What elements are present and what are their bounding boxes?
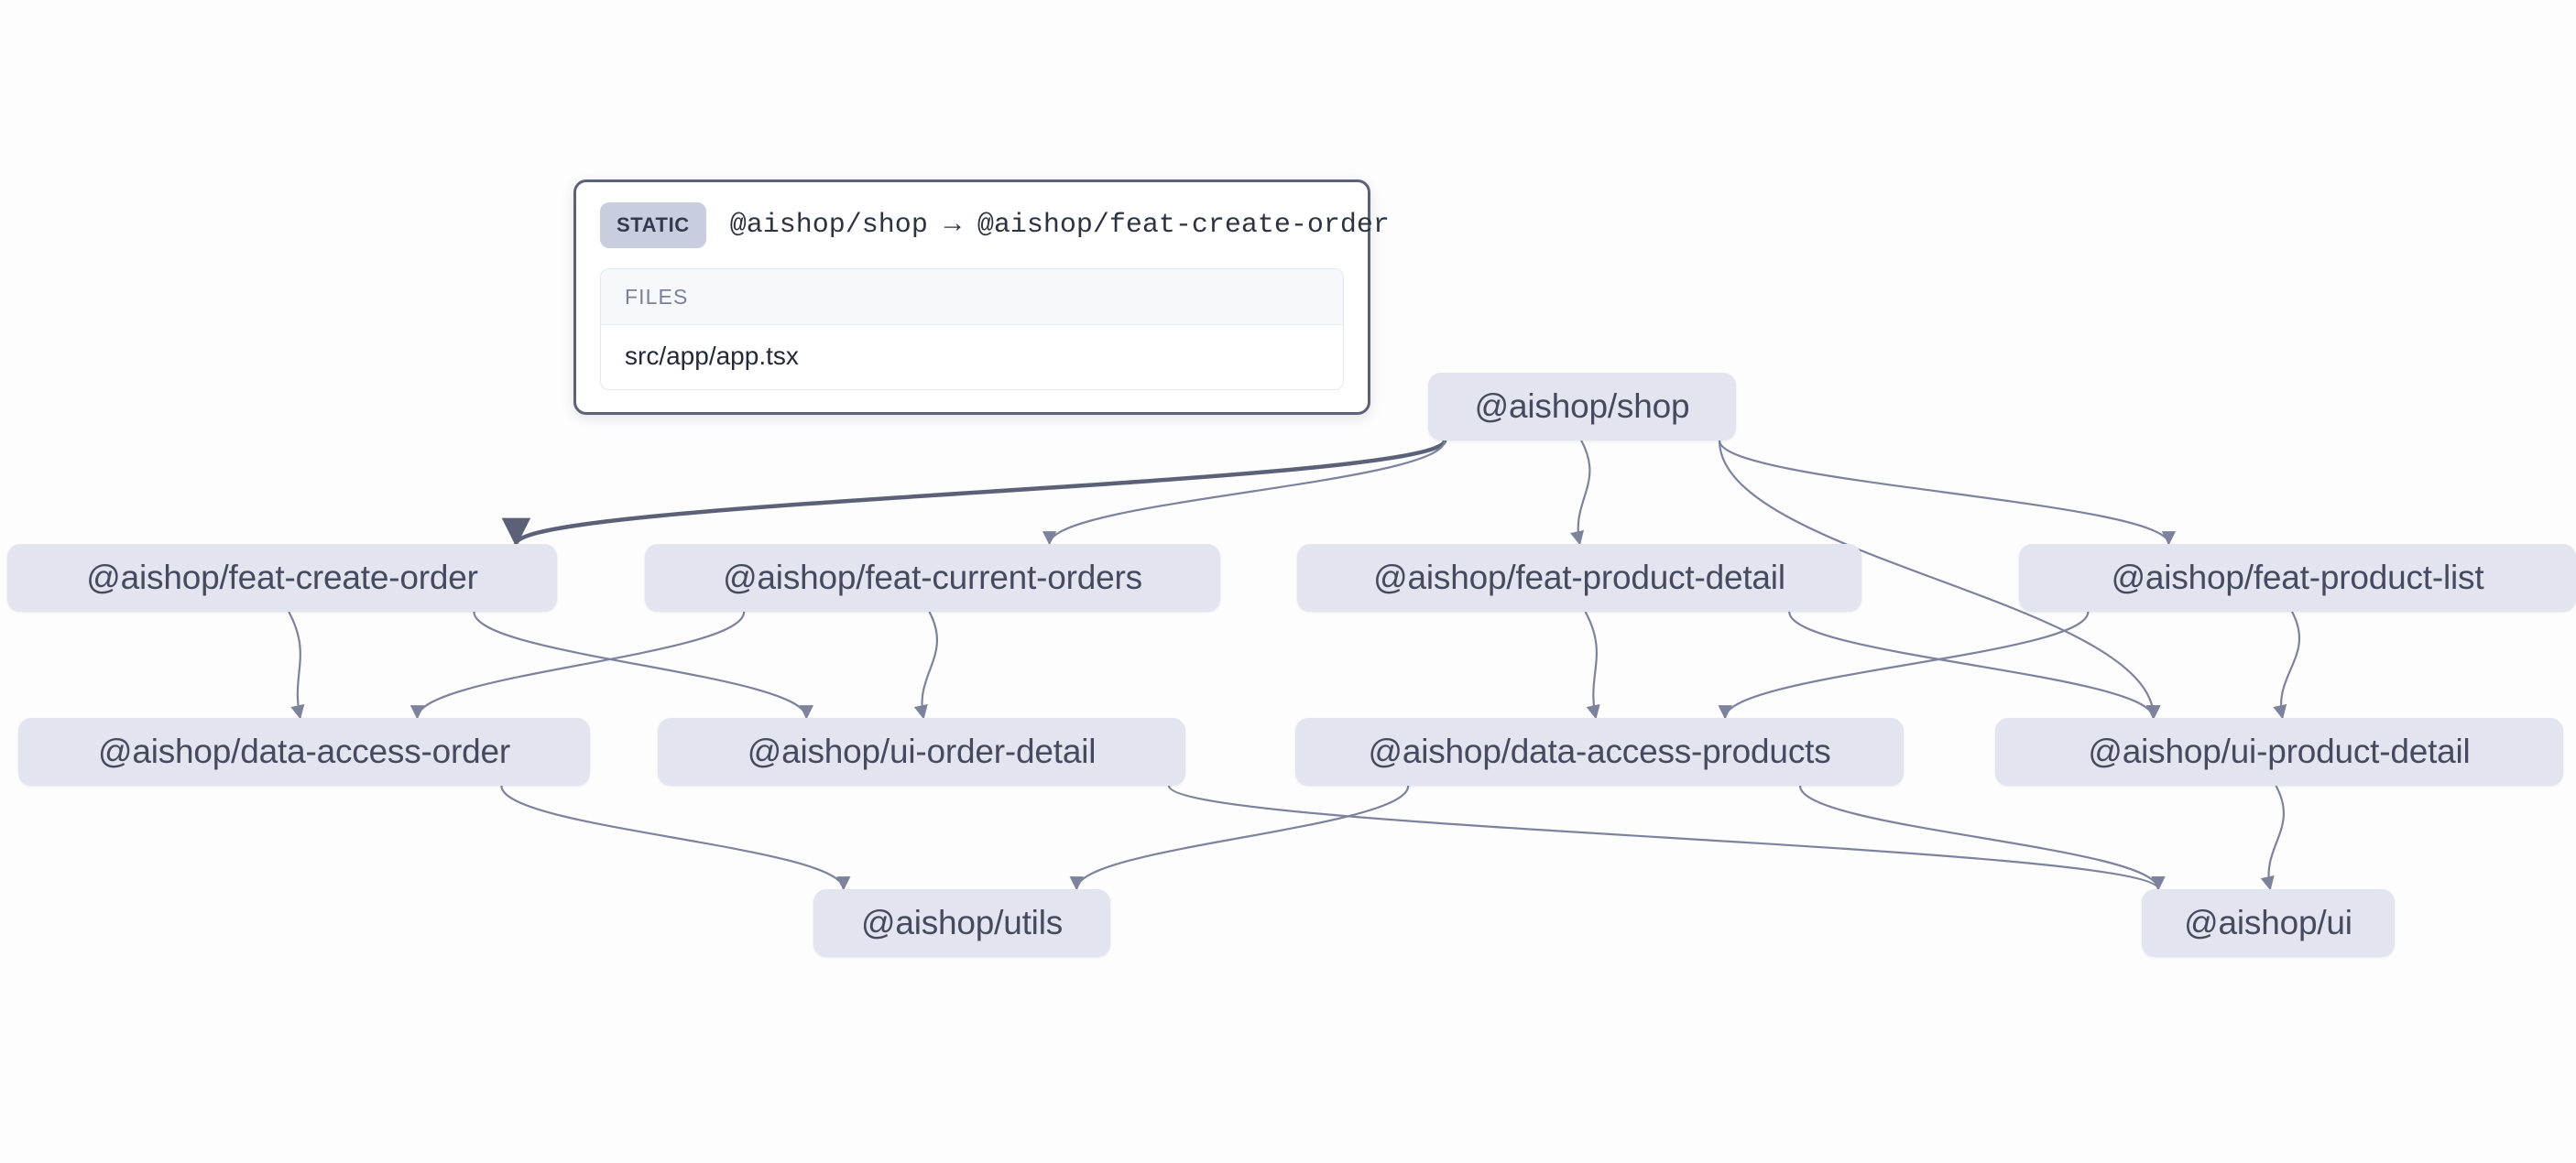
- tooltip-title: @aishop/shop → @aishop/feat-create-order: [729, 210, 1390, 241]
- graph-node-feat-product-detail[interactable]: @aishop/feat-product-detail: [1297, 544, 1861, 612]
- graph-edge-data-access-products-to-ui[interactable]: [1798, 785, 2166, 891]
- graph-node-feat-create-order[interactable]: @aishop/feat-create-order: [7, 544, 557, 612]
- files-panel-header: FILES: [601, 269, 1343, 325]
- graph-edge-shop-to-feat-product-detail[interactable]: [1570, 440, 1591, 546]
- graph-node-data-access-products[interactable]: @aishop/data-access-products: [1295, 718, 1904, 786]
- graph-edge-feat-product-list-to-ui-product-detail[interactable]: [2273, 611, 2301, 720]
- file-list-item: src/app/app.tsx: [601, 325, 1343, 389]
- graph-node-data-access-order[interactable]: @aishop/data-access-order: [18, 718, 590, 786]
- graph-node-ui-order-detail[interactable]: @aishop/ui-order-detail: [658, 718, 1185, 786]
- graph-edge-feat-product-detail-to-data-access-products[interactable]: [1584, 611, 1600, 720]
- graph-edge-feat-create-order-to-ui-order-detail[interactable]: [473, 611, 813, 720]
- files-panel: FILES src/app/app.tsx: [600, 268, 1344, 390]
- graph-edge-shop-to-feat-product-list[interactable]: [1718, 440, 2176, 546]
- graph-node-shop[interactable]: @aishop/shop: [1428, 373, 1736, 440]
- graph-node-feat-current-orders[interactable]: @aishop/feat-current-orders: [645, 544, 1220, 612]
- graph-edge-data-access-products-to-utils[interactable]: [1069, 785, 1410, 891]
- graph-edge-feat-current-orders-to-data-access-order[interactable]: [409, 611, 746, 720]
- graph-edge-data-access-order-to-utils[interactable]: [500, 785, 851, 891]
- graph-node-utils[interactable]: @aishop/utils: [813, 889, 1110, 957]
- graph-edge-feat-product-detail-to-ui-product-detail[interactable]: [1788, 611, 2161, 720]
- graph-node-ui-product-detail[interactable]: @aishop/ui-product-detail: [1995, 718, 2563, 786]
- graph-edge-feat-product-list-to-data-access-products[interactable]: [1718, 611, 2090, 720]
- graph-edge-ui-product-detail-to-ui[interactable]: [2260, 785, 2286, 891]
- graph-edge-shop-to-feat-create-order[interactable]: [502, 439, 1447, 548]
- graph-node-ui[interactable]: @aishop/ui: [2142, 889, 2395, 957]
- graph-edge-feat-create-order-to-data-access-order[interactable]: [288, 611, 305, 720]
- graph-node-feat-product-list[interactable]: @aishop/feat-product-list: [2019, 544, 2576, 612]
- tooltip-header: STATIC @aishop/shop → @aishop/feat-creat…: [600, 202, 1390, 248]
- graph-edge-shop-to-feat-current-orders[interactable]: [1042, 440, 1446, 546]
- static-badge: STATIC: [600, 202, 706, 248]
- edge-tooltip: STATIC @aishop/shop → @aishop/feat-creat…: [573, 179, 1390, 415]
- graph-edge-feat-current-orders-to-ui-order-detail[interactable]: [913, 611, 939, 720]
- graph-edge-ui-order-detail-to-ui[interactable]: [1167, 785, 2166, 891]
